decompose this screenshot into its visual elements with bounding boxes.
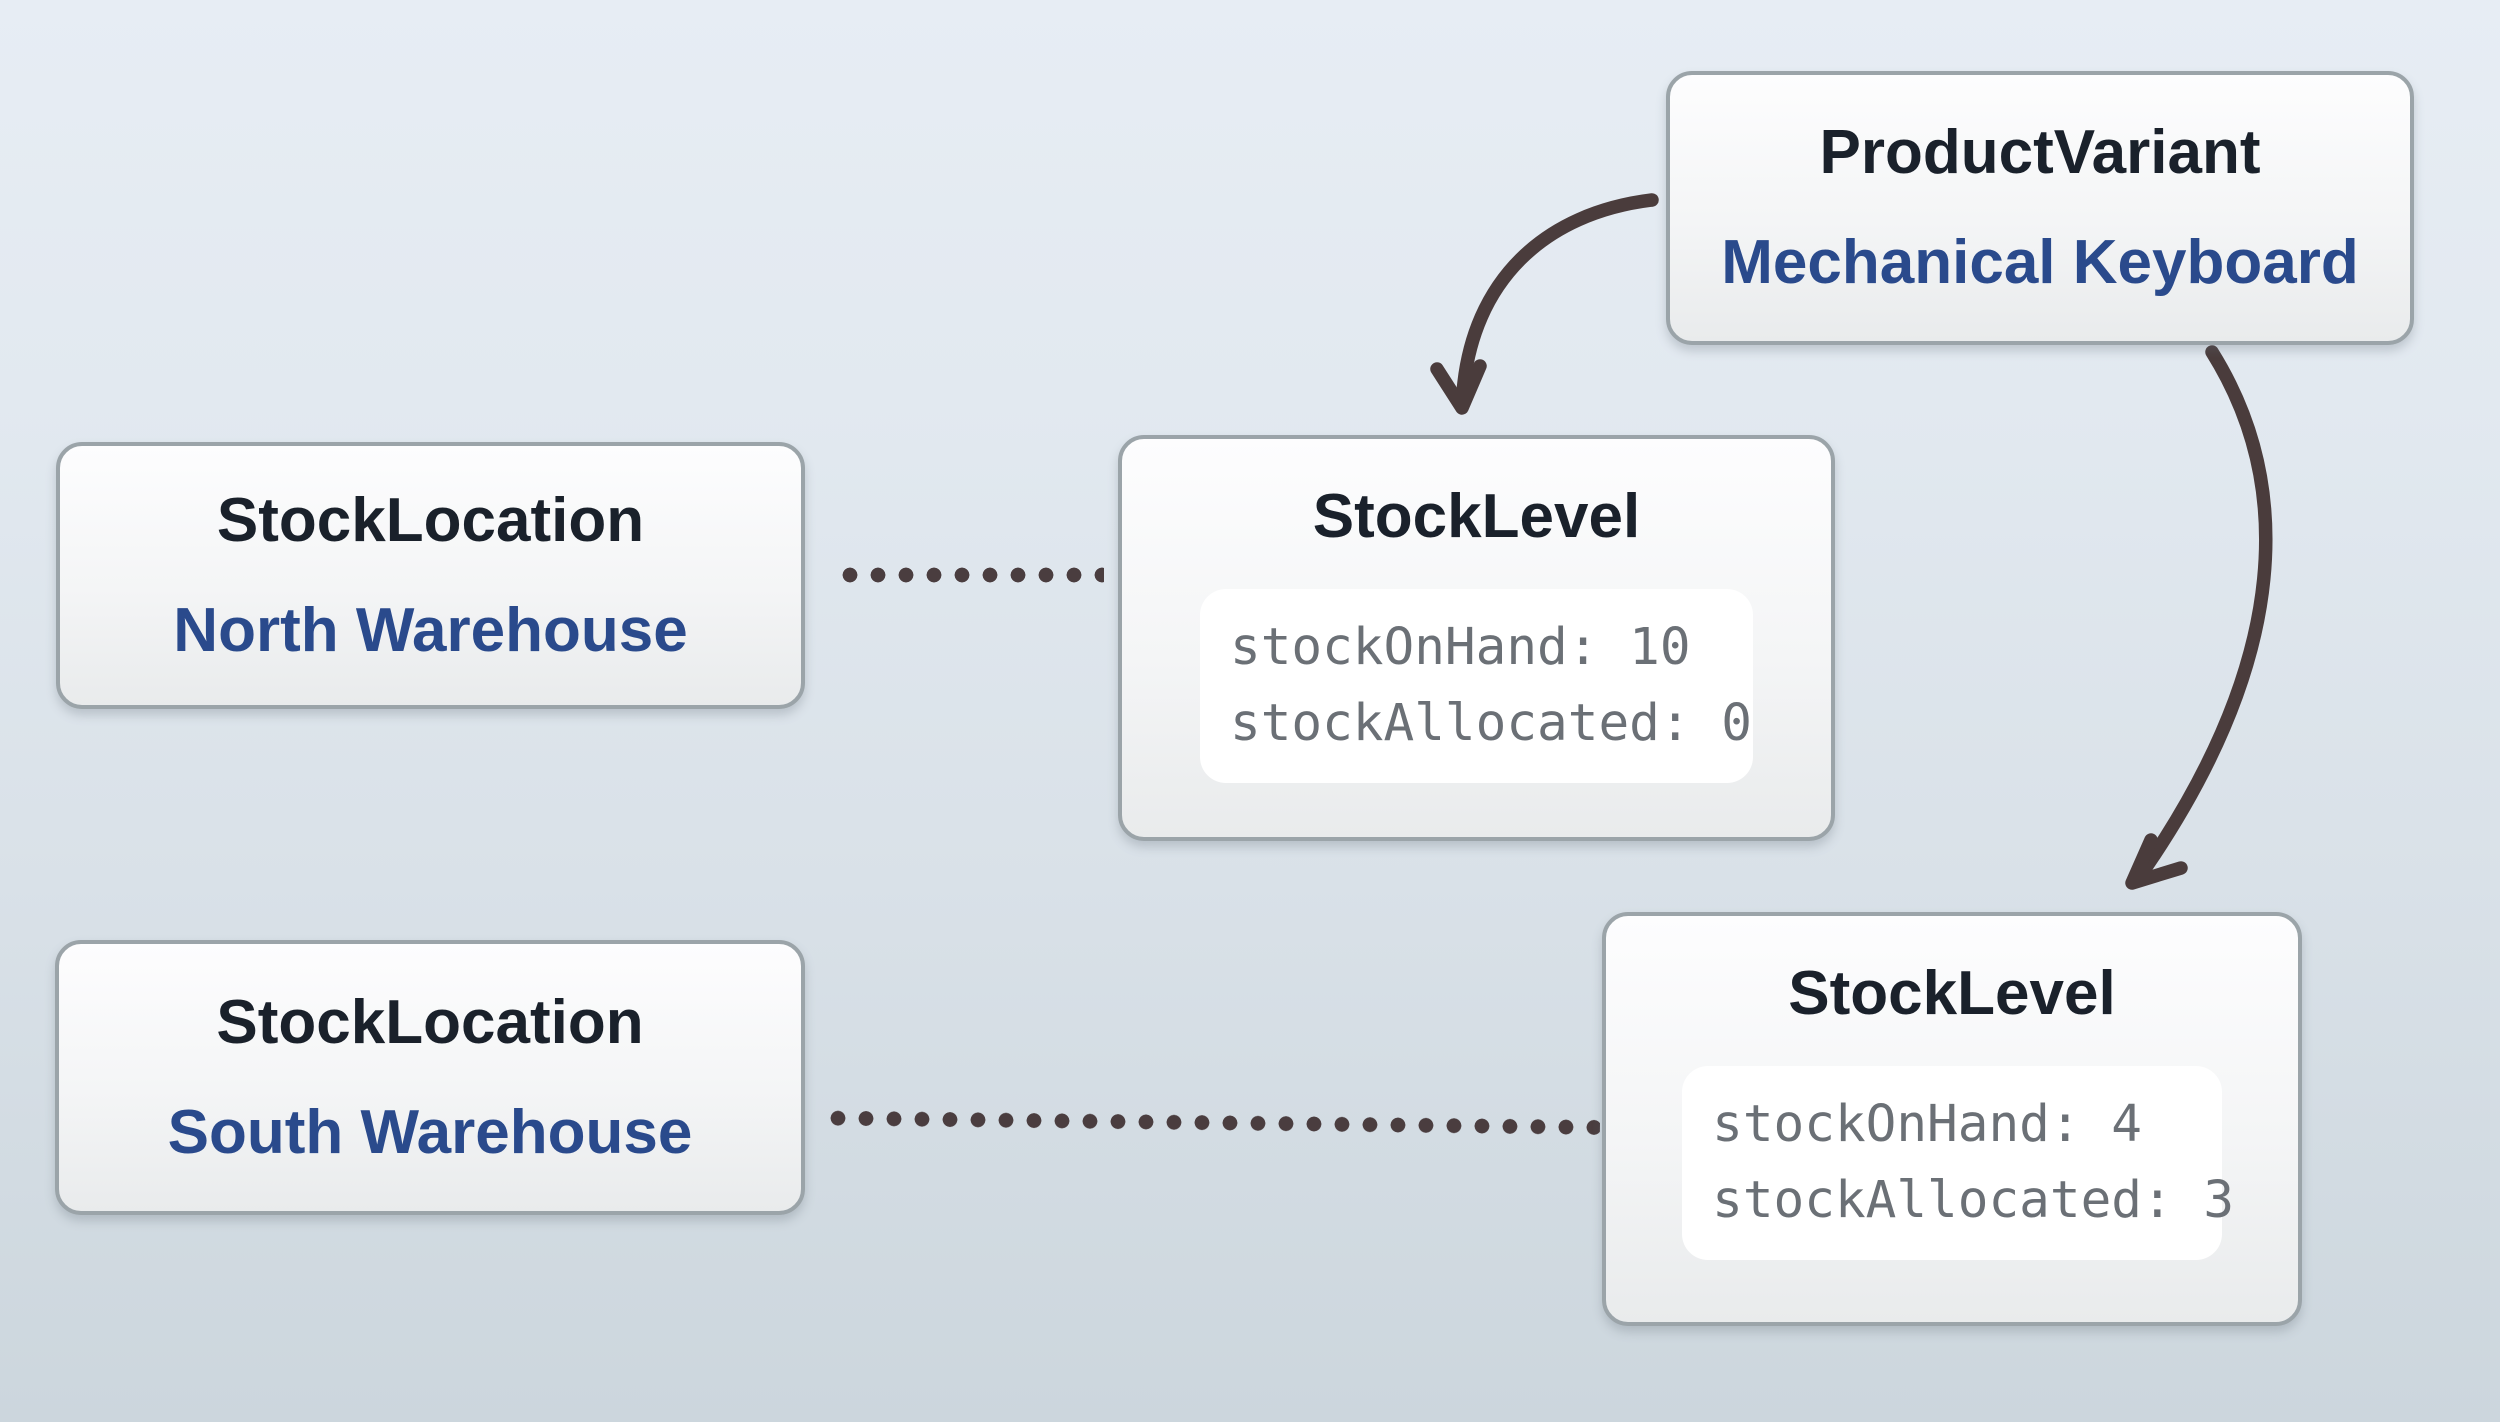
field-stock-on-hand: stockOnHand: 4: [1712, 1095, 2142, 1154]
node-title: StockLocation: [216, 485, 645, 555]
node-instance-name: Mechanical Keyboard: [1721, 228, 2359, 297]
node-instance-name: North Warehouse: [173, 595, 688, 665]
arrow-curve-north: [1456, 193, 1659, 400]
fields-panel: stockOnHand: 4 stockAllocated: 3: [1682, 1066, 2235, 1260]
arrow-product-variant-to-stock-level-south: [2125, 345, 2273, 890]
node-stock-level-north: StockLevel stockOnHand: 10 stockAllocate…: [1118, 435, 1835, 841]
field-stock-allocated: stockAllocated: 0: [1229, 694, 1752, 753]
node-title: StockLevel: [1788, 959, 2116, 1028]
node-stock-level-south: StockLevel stockOnHand: 4 stockAllocated…: [1602, 912, 2302, 1326]
fields-panel: stockOnHand: 10 stockAllocated: 0: [1199, 589, 1753, 783]
arrow-head-south: [2125, 833, 2188, 890]
field-stock-on-hand: stockOnHand: 10: [1229, 618, 1691, 677]
node-title: ProductVariant: [1819, 118, 2261, 187]
node-title: StockLevel: [1312, 482, 1641, 551]
node-title: StockLocation: [216, 987, 644, 1057]
field-stock-allocated: stockAllocated: 3: [1712, 1171, 2235, 1230]
arrow-curve-south: [2133, 345, 2273, 883]
arrow-head-north: [1430, 359, 1487, 415]
node-product-variant: ProductVariant Mechanical Keyboard: [1666, 71, 2414, 345]
node-stock-location-north: StockLocation North Warehouse: [56, 442, 805, 709]
dotted-connector-north: [836, 567, 1104, 583]
node-stock-location-south: StockLocation South Warehouse: [55, 940, 805, 1215]
dotted-connector-south: [823, 1110, 1601, 1136]
arrow-product-variant-to-stock-level-north: [1430, 193, 1659, 415]
node-instance-name: South Warehouse: [167, 1097, 693, 1167]
